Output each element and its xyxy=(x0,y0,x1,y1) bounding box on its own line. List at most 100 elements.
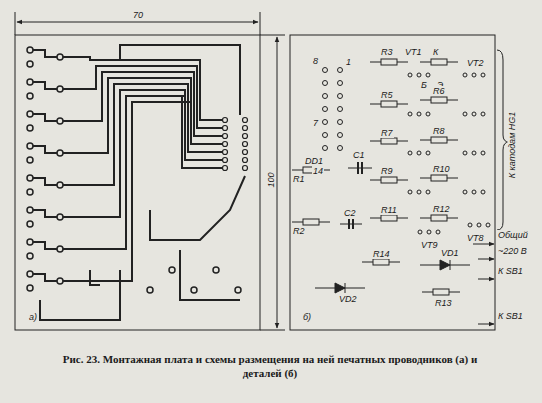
pad xyxy=(223,142,228,147)
transistor-pin xyxy=(481,73,485,77)
part-label: ~220 В xyxy=(497,246,528,256)
pad xyxy=(27,143,33,149)
pad xyxy=(243,150,248,155)
transistor-pin xyxy=(417,112,421,116)
transistor-pin xyxy=(417,73,421,77)
chip-pin xyxy=(323,107,328,112)
trace xyxy=(90,270,100,285)
trace xyxy=(33,274,57,281)
trace xyxy=(33,242,57,249)
wire xyxy=(473,244,478,245)
pad xyxy=(243,158,248,163)
part-label: К xyxy=(432,47,439,57)
part-label: К катодам HG1 xyxy=(507,111,517,180)
part-label: R1 xyxy=(292,174,306,184)
transistor-pin xyxy=(472,151,476,155)
part-label: R13 xyxy=(434,298,453,308)
part-label: R11 xyxy=(380,205,398,215)
capacitor-lead xyxy=(340,224,362,225)
capacitor-symbol xyxy=(352,219,354,229)
part-label: R14 xyxy=(372,249,391,259)
pad xyxy=(243,142,248,147)
resistor-symbol xyxy=(381,177,397,183)
transistor-pin xyxy=(472,73,476,77)
capacitor-symbol xyxy=(348,219,350,229)
pad xyxy=(27,93,33,99)
transistor-pin xyxy=(408,190,412,194)
pad xyxy=(243,134,248,139)
part-label: 8 xyxy=(312,56,319,66)
transistor-pin xyxy=(436,230,440,234)
pad xyxy=(27,221,33,227)
chip-pin xyxy=(323,94,328,99)
part-label: VT8 xyxy=(466,233,485,243)
part-label: 7 xyxy=(312,118,319,128)
trace xyxy=(63,90,180,217)
transistor-pin xyxy=(481,190,485,194)
resistor-symbol xyxy=(381,215,397,221)
chip-pin xyxy=(338,120,343,125)
pad xyxy=(235,287,241,293)
part-label: К SB1 xyxy=(497,311,524,321)
chip-pin xyxy=(323,81,328,86)
transistor-pin xyxy=(463,112,467,116)
pad xyxy=(57,182,63,188)
resistor-symbol xyxy=(381,59,397,65)
board-outline xyxy=(290,35,495,330)
pad xyxy=(27,111,33,117)
chip-pin xyxy=(323,68,328,73)
part-label: Общий xyxy=(497,230,529,240)
resistor-symbol xyxy=(431,59,447,65)
pad xyxy=(223,158,228,163)
pad xyxy=(27,157,33,163)
transistor-pin xyxy=(472,190,476,194)
resistor-symbol xyxy=(431,137,447,143)
resistor-symbol xyxy=(431,215,447,221)
pad xyxy=(223,134,228,139)
trace xyxy=(120,45,240,115)
pad xyxy=(243,126,248,131)
pad xyxy=(223,166,228,171)
part-label: б) xyxy=(302,312,312,322)
trace xyxy=(180,250,240,300)
chip-pin xyxy=(338,107,343,112)
pad xyxy=(57,214,63,220)
resistor-symbol xyxy=(303,219,319,225)
pad xyxy=(223,126,228,131)
pad xyxy=(27,285,33,291)
resistor-symbol xyxy=(431,175,447,181)
transistor-pin xyxy=(477,223,481,227)
chip-pin xyxy=(338,133,343,138)
capacitor-symbol xyxy=(357,162,359,174)
pad xyxy=(27,175,33,181)
diode-symbol xyxy=(335,283,345,293)
part-label: R12 xyxy=(432,204,451,214)
chip-pin xyxy=(338,68,343,73)
part-label: VD2 xyxy=(338,294,358,304)
transistor-pin xyxy=(472,112,476,116)
trace xyxy=(150,176,245,240)
trace xyxy=(40,270,120,320)
transistor-pin xyxy=(426,73,430,77)
transistor-pin xyxy=(468,223,472,227)
pad xyxy=(147,287,153,293)
resistor-symbol xyxy=(433,289,449,295)
part-label: VT2 xyxy=(466,58,485,68)
trace xyxy=(63,102,192,281)
pad xyxy=(27,207,33,213)
transistor-pin xyxy=(418,230,422,234)
pad xyxy=(27,239,33,245)
pad xyxy=(57,150,63,156)
pad xyxy=(213,267,219,273)
trace xyxy=(182,96,222,168)
resistor-symbol xyxy=(381,101,397,107)
board-outline xyxy=(15,35,260,330)
pad xyxy=(27,79,33,85)
part-label: C2 xyxy=(343,208,357,218)
chip-pin xyxy=(338,146,343,151)
pad xyxy=(57,246,63,252)
pad xyxy=(243,118,248,123)
part-label: R3 xyxy=(380,47,394,57)
pad xyxy=(191,287,197,293)
